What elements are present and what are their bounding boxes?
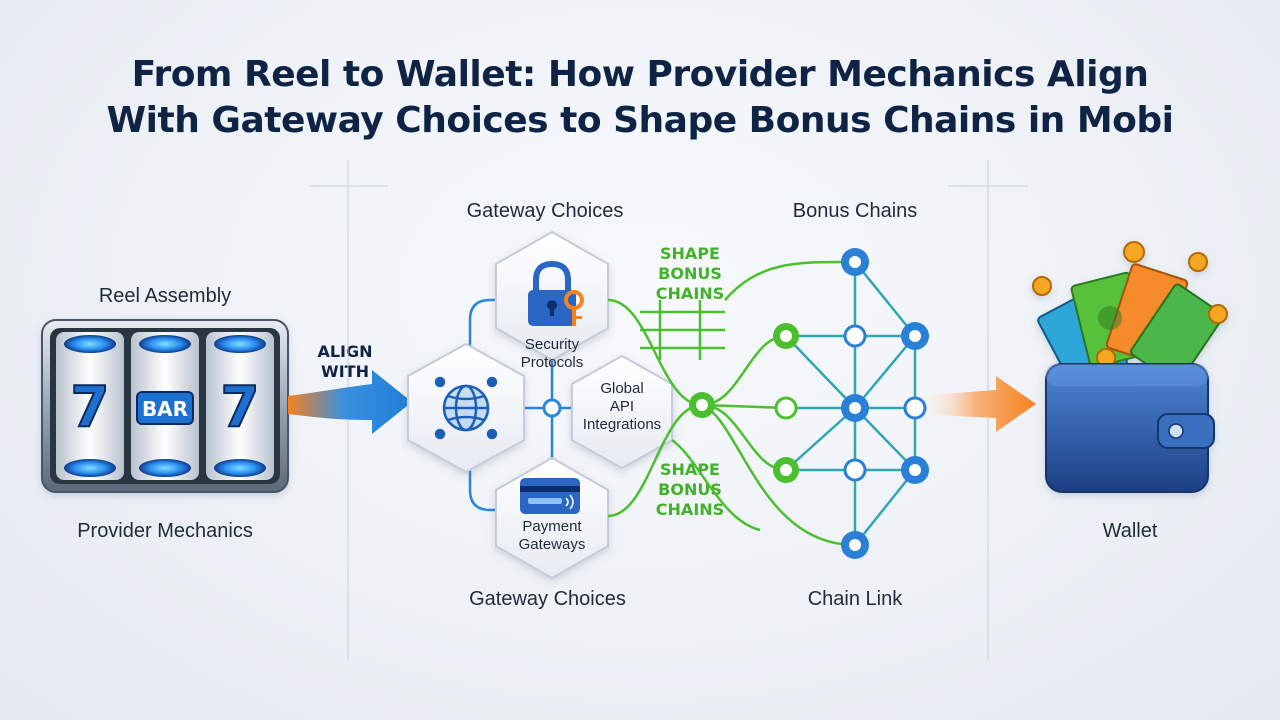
security-protocols-label: Security Protocols [520,336,584,371]
title-line-2: With Gateway Choices to Shape Bonus Chai… [106,100,1174,141]
chain-node [689,392,715,418]
globe-icon [434,376,498,440]
payment-gateways-label: Payment Gateways [518,518,586,553]
chain-node [901,456,929,484]
chain-node [901,322,929,350]
reel-symbol-1: 7 [71,375,110,440]
credit-card-icon [520,478,580,514]
output-arrow [915,376,1036,432]
wallet-label: Wallet [1102,520,1158,542]
gateway-choices-top-label: Gateway Choices [466,200,624,222]
bonus-chains-label: Bonus Chains [792,200,918,222]
chain-node [841,394,869,422]
chain-node [773,323,799,349]
align-arrow [288,370,412,434]
reel-symbol-2: BAR [142,397,188,421]
chain-node [903,396,927,420]
reel-1: 7 [56,332,124,480]
shape-bonus-chains-bottom-label: SHAPE BONUS CHAINS [655,460,725,519]
hex-payment-gateways [495,456,609,580]
reel-3: 7 [206,332,274,480]
reel-2: BAR [131,332,199,480]
chain-node [773,457,799,483]
shape-bonus-chains-top-label: SHAPE BONUS CHAINS [655,244,725,303]
chain-node [843,324,867,348]
reel-symbol-3: 7 [221,375,260,440]
title-line-1: From Reel to Wallet: How Provider Mechan… [131,54,1149,95]
hex-security-protocols [495,230,609,362]
chain-node [843,458,867,482]
green-flow-lines [607,260,856,547]
chain-node [774,396,798,420]
align-with-label: ALIGN WITH [317,342,373,381]
chain-nodes [689,248,929,559]
hex-global [407,342,525,474]
wallet-icon [1032,241,1228,493]
provider-mechanics-label: Provider Mechanics [77,520,253,542]
gateway-choices-bottom-label: Gateway Choices [469,588,626,610]
chain-link-label: Chain Link [807,588,903,610]
gateway-connections [468,298,580,512]
chain-node [841,531,869,559]
chain-node [841,248,869,276]
global-api-integrations-label: Global API Integrations [582,380,662,433]
page-title: From Reel to Wallet: How Provider Mechan… [0,52,1280,144]
coin-icons [1032,241,1228,368]
lock-icon [528,260,584,326]
slot-machine-reels: 7 BAR 7 [41,319,289,493]
reel-assembly-label: Reel Assembly [98,285,232,307]
